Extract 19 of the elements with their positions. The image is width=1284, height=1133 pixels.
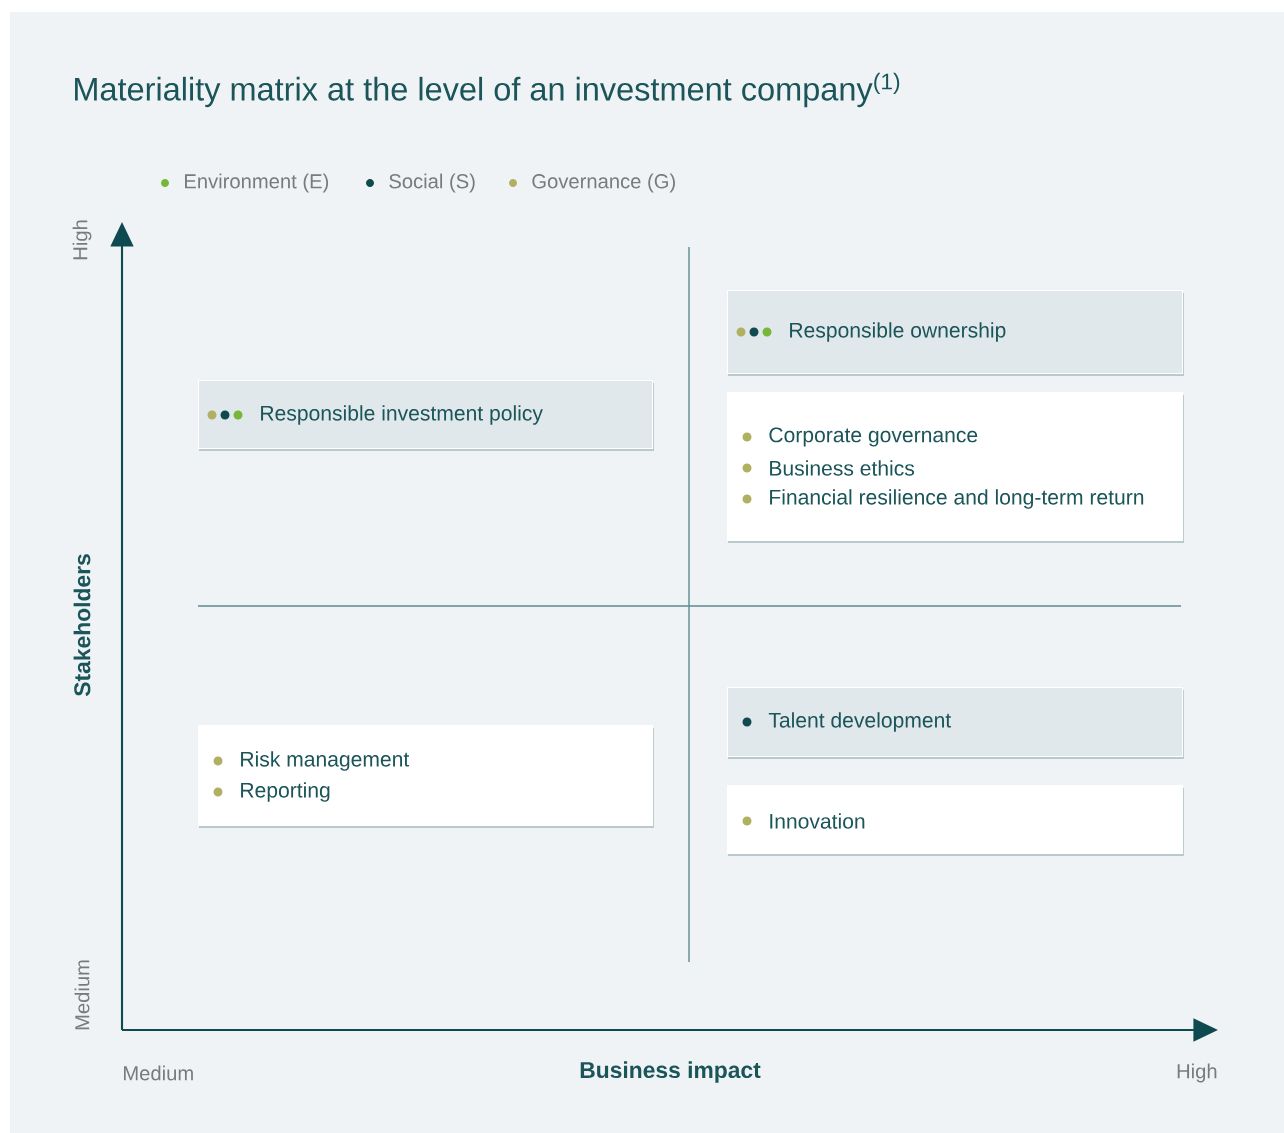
item-text: Corporate governance <box>769 427 978 447</box>
axis-title: Business impact <box>580 1061 761 1083</box>
legend-text: Governance (G) <box>532 173 675 193</box>
item-text: Talent development <box>768 712 952 732</box>
item-text: Business ethics <box>770 460 915 476</box>
legend-text: Social (S) <box>389 173 475 193</box>
item-text: Reporting <box>241 782 330 802</box>
legend-text: Environment (E) <box>185 173 329 193</box>
item-text: Risk management <box>241 751 410 771</box>
axis-label: High <box>1177 1063 1217 1083</box>
axis-label: Medium <box>124 1065 193 1081</box>
item-text: Responsible ownership <box>790 322 1006 342</box>
title: Materiality matrix at the level of an investment company$^{(1)}$ <box>75 72 900 108</box>
axis-label: High <box>72 220 92 260</box>
item-text: Innovation <box>770 813 865 829</box>
axis-label: Medium <box>74 960 90 1030</box>
item-text: Financial resilience and long-term return <box>770 489 1144 509</box>
axis-title: Stakeholders <box>73 554 91 697</box>
item-text: Responsible investment policy <box>261 405 543 425</box>
